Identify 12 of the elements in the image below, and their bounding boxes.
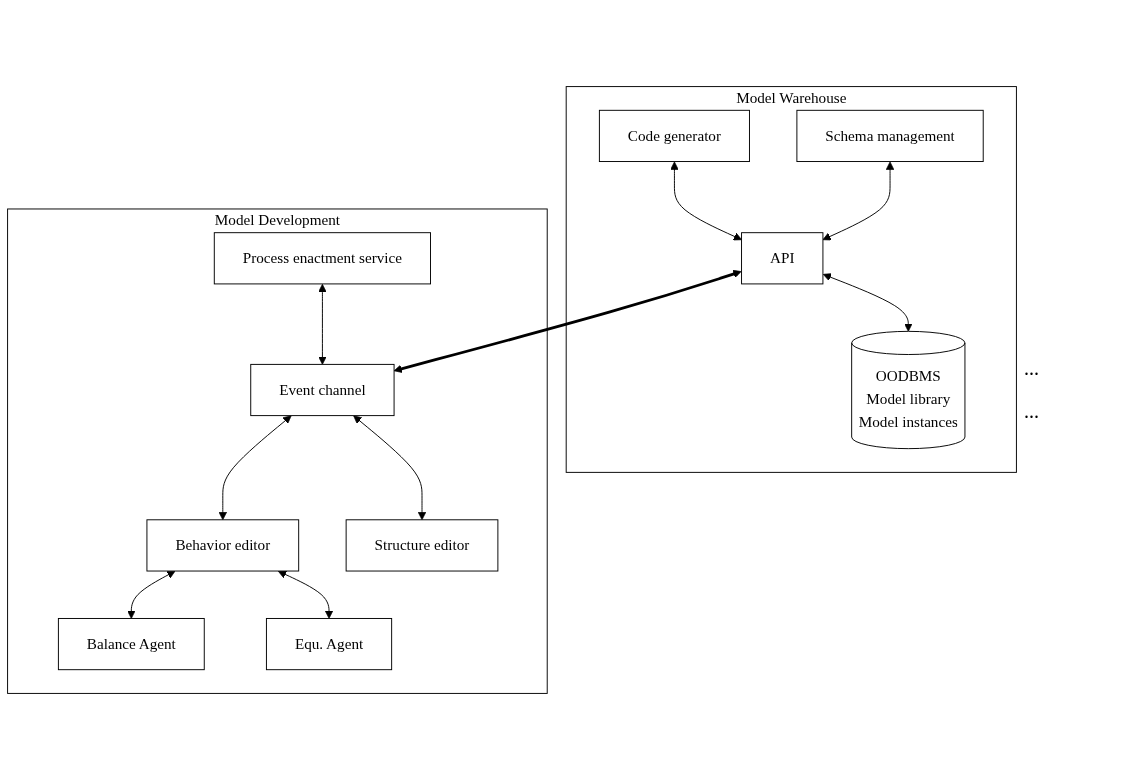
node-box: Process enactment service xyxy=(213,232,431,285)
ellipsis-label: ... xyxy=(1024,357,1040,380)
arrow xyxy=(393,269,742,373)
node-box: API xyxy=(741,232,824,285)
node-box: Equ. Agent xyxy=(265,618,393,671)
node-box: Schema management xyxy=(796,109,984,162)
node-box: Balance Agent xyxy=(57,618,205,671)
ellipsis-label: ... xyxy=(1024,400,1040,423)
node-box: Code generator xyxy=(598,109,750,162)
node-box: Event channel xyxy=(250,363,395,417)
node-box: Structure editor xyxy=(345,519,499,572)
node-box: Behavior editor xyxy=(146,519,300,572)
